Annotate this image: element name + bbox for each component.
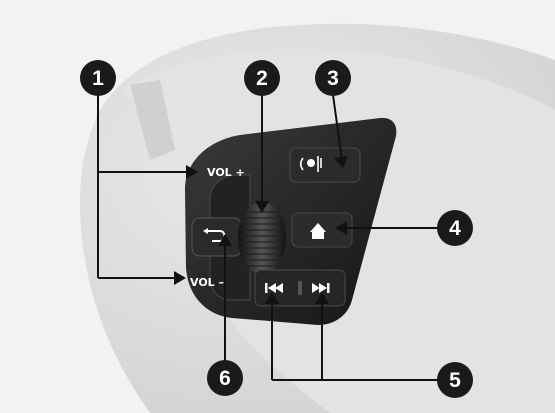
home-icon [310, 223, 326, 239]
skip-back-button[interactable] [265, 283, 283, 293]
callout-number: 2 [256, 67, 268, 90]
divider [298, 281, 302, 295]
selector-wheel[interactable] [238, 202, 286, 274]
skip-forward-icon [312, 283, 330, 293]
leader-lines [97, 94, 453, 381]
skip-back-icon [265, 283, 283, 293]
paddle-shifter [130, 80, 175, 160]
callout-number: 3 [327, 67, 339, 90]
vol-plus-label: VOL + [207, 166, 245, 179]
callout-4: 4 [437, 210, 473, 246]
callout-3: 3 [315, 60, 351, 96]
callout-number: 5 [449, 369, 461, 392]
callout-number: 1 [92, 67, 104, 90]
callout-number: 6 [219, 367, 231, 390]
leader-arrowheads [174, 156, 348, 304]
callout-1: 1 [80, 60, 116, 96]
callout-number: 4 [449, 217, 461, 240]
callout-2: 2 [244, 60, 280, 96]
vol-minus-label: VOL – [190, 276, 224, 289]
callout-5: 5 [437, 362, 473, 398]
back-button[interactable] [191, 217, 243, 257]
voice-command-icon [299, 156, 322, 172]
skip-forward-button[interactable] [312, 283, 330, 293]
callout-6: 6 [207, 360, 243, 396]
